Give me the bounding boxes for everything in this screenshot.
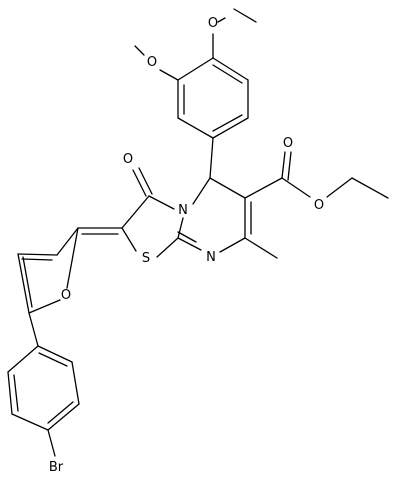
bond (47, 429, 56, 457)
bond (47, 403, 80, 431)
bond (17, 253, 58, 256)
bond (47, 401, 74, 424)
bond (233, 8, 257, 23)
bond (159, 69, 179, 81)
bond (156, 237, 179, 258)
atom-label: N (178, 203, 188, 218)
bond (17, 253, 30, 314)
atom-label: O (208, 16, 218, 31)
atom-label: S (142, 251, 150, 266)
bond (7, 345, 39, 373)
bond (281, 177, 311, 198)
bond (177, 237, 202, 251)
atom-label: N (206, 250, 216, 265)
atom-label: O (283, 136, 293, 151)
bond (121, 227, 137, 252)
bond (132, 169, 147, 197)
atom-label: O (123, 152, 133, 167)
atom-labels: O O O N S N O O O Br (49, 16, 324, 475)
bond (22, 256, 33, 308)
bond (28, 312, 39, 347)
bond (212, 117, 249, 139)
bond (212, 114, 243, 132)
bond (134, 45, 145, 56)
bond (287, 151, 292, 181)
bond (244, 177, 283, 199)
bond (177, 217, 184, 239)
bond (177, 117, 214, 139)
bond (121, 195, 150, 229)
bond (138, 167, 153, 195)
bond (281, 151, 286, 179)
bond (38, 352, 68, 367)
bond (148, 195, 175, 210)
bond (66, 227, 79, 289)
bond (212, 57, 249, 81)
bond (209, 137, 214, 179)
bond (71, 361, 80, 405)
bonds (7, 8, 389, 457)
bond (326, 177, 353, 198)
bond (209, 177, 246, 199)
bond (212, 64, 243, 84)
bond (177, 231, 197, 243)
bond (244, 237, 278, 259)
bond (177, 57, 214, 81)
bond (351, 177, 389, 199)
bond (28, 299, 61, 314)
bond (11, 413, 49, 431)
bond (56, 227, 79, 256)
bond (21, 258, 53, 261)
bond (192, 177, 211, 205)
bond (37, 345, 73, 363)
atom-label: O (147, 55, 157, 70)
bond (217, 17, 226, 23)
bond (7, 371, 13, 415)
atom-label: O (314, 198, 324, 213)
bond (13, 374, 19, 412)
atom-label: O (61, 288, 71, 303)
bond (219, 237, 246, 253)
atom-label: Br (49, 460, 64, 475)
